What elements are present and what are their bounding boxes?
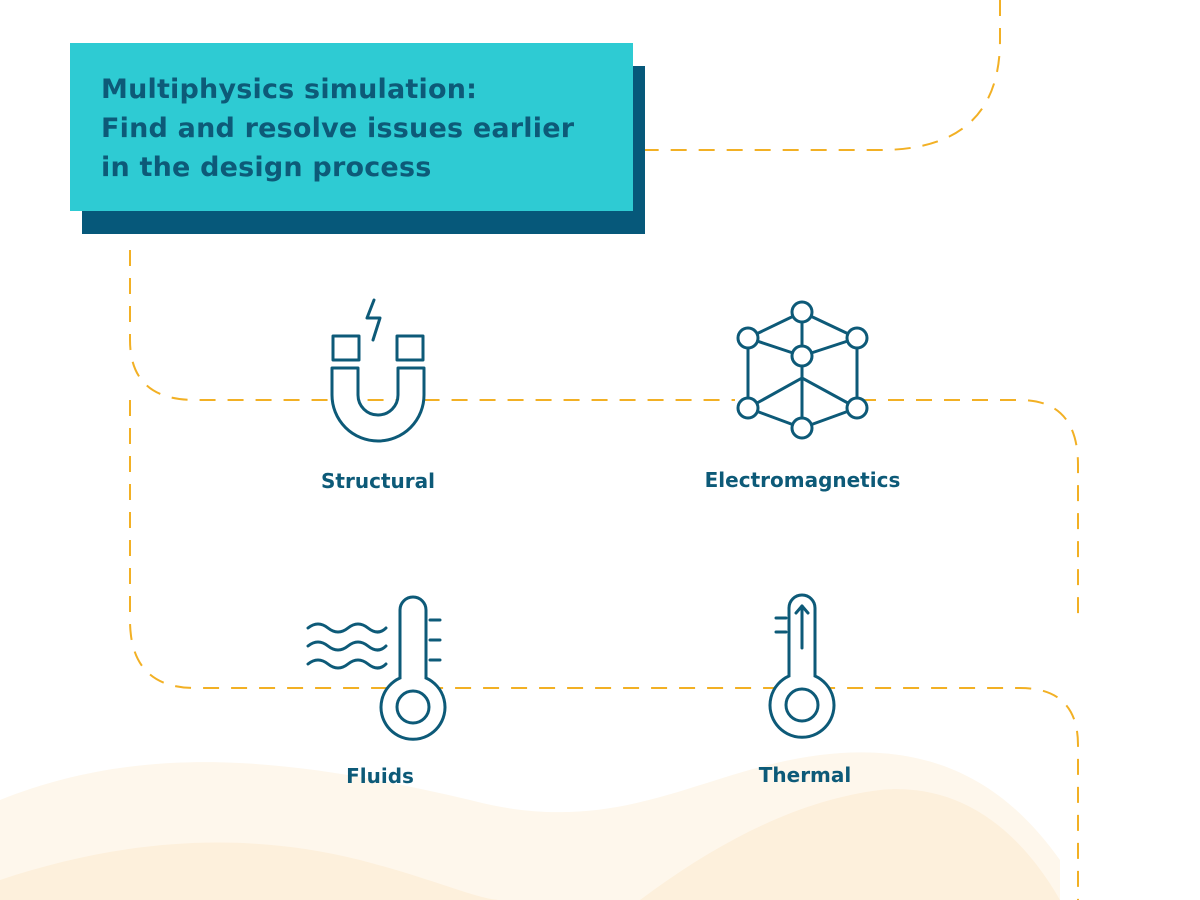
label-fluids: Fluids bbox=[346, 764, 414, 788]
label-structural: Structural bbox=[321, 469, 435, 493]
background-waves bbox=[0, 752, 1060, 900]
thermometer-waves-icon bbox=[306, 595, 447, 741]
title-line-2: Find and resolve issues earlier bbox=[101, 113, 575, 144]
title-line-1: Multiphysics simulation: bbox=[101, 74, 478, 105]
label-thermal: Thermal bbox=[758, 763, 852, 787]
magnet-icon bbox=[330, 298, 426, 443]
title-line-3: in the design process bbox=[101, 152, 432, 183]
title-card: Multiphysics simulation: Find and resolv… bbox=[70, 43, 633, 211]
label-electromagnetics: Electromagnetics bbox=[704, 468, 901, 492]
network-cube-icon bbox=[736, 300, 869, 440]
thermometer-icon bbox=[768, 593, 836, 739]
